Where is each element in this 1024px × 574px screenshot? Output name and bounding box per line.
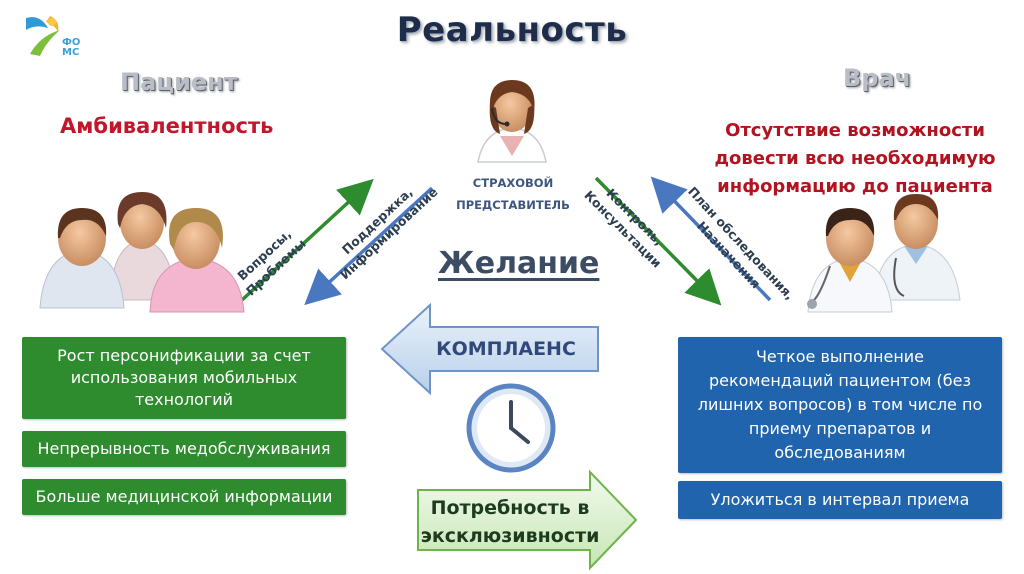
need-label-line: Потребность в [430, 497, 590, 519]
box-line: Больше медицинской информации [35, 487, 333, 506]
patient-subtitle: Амбивалентность [60, 114, 274, 138]
doctor-box-interval: Уложиться в интервал приема [678, 481, 1002, 519]
insurer-label: СТРАХОВОЙ ПРЕДСТАВИТЕЛЬ [438, 172, 588, 216]
foms-logo-icon [26, 16, 60, 56]
logo-text-line1: ФО [62, 37, 81, 48]
box-line: приему препаратов и [748, 419, 932, 438]
doctor-label: Врач [843, 64, 912, 92]
patients-avatar [39, 192, 245, 313]
box-line: Непрерывность медобслуживания [37, 439, 331, 458]
need-arrow [417, 469, 638, 571]
need-label: Потребность в эксклюзивности [420, 494, 600, 550]
arrow-left-up [240, 178, 374, 302]
page-title: Реальность [396, 10, 628, 50]
box-line: рекомендаций пациентом (без [708, 371, 972, 390]
compliance-label: КОМПЛАЕНС [436, 338, 576, 360]
logo-text-line2: МС [62, 47, 80, 58]
patient-label: Пациент [120, 68, 238, 96]
box-line: обследованиям [774, 443, 906, 462]
doctors-avatar [807, 194, 961, 313]
box-line: использования мобильных [70, 368, 298, 387]
doctor-subtitle-line: довести всю необходимую [714, 148, 996, 169]
arrow-left-down [304, 186, 434, 306]
patient-box-more-info: Больше медицинской информации [22, 479, 346, 515]
patient-box-personification: Рост персонификации за счет использовани… [22, 337, 346, 419]
box-line: Четкое выполнение [755, 347, 925, 366]
box-line: лишних вопросов) в том числе по [697, 395, 983, 414]
box-line: Рост персонификации за счет [57, 346, 311, 365]
need-label-line: эксклюзивности [420, 525, 600, 547]
arrow-right-down [594, 176, 722, 306]
doctor-subtitle: Отсутствие возможности довести всю необх… [705, 117, 1005, 201]
logo-text: ФО МС [62, 38, 80, 58]
arrow-right-up [650, 176, 772, 302]
doctor-subtitle-line: информацию до пациента [717, 176, 993, 197]
insurer-avatar [477, 80, 547, 163]
doctor-subtitle-line: Отсутствие возможности [725, 120, 985, 141]
insurer-label-line: ПРЕДСТАВИТЕЛЬ [456, 198, 570, 212]
doctor-box-compliance: Четкое выполнение рекомендаций пациентом… [678, 337, 1002, 473]
desire-label: Желание [438, 246, 600, 281]
box-line: Уложиться в интервал приема [710, 490, 970, 509]
patient-box-continuity: Непрерывность медобслуживания [22, 431, 346, 467]
insurer-label-line: СТРАХОВОЙ [472, 176, 554, 190]
clock-icon [466, 383, 556, 473]
compliance-arrow [380, 302, 599, 396]
box-line: технологий [134, 390, 234, 409]
